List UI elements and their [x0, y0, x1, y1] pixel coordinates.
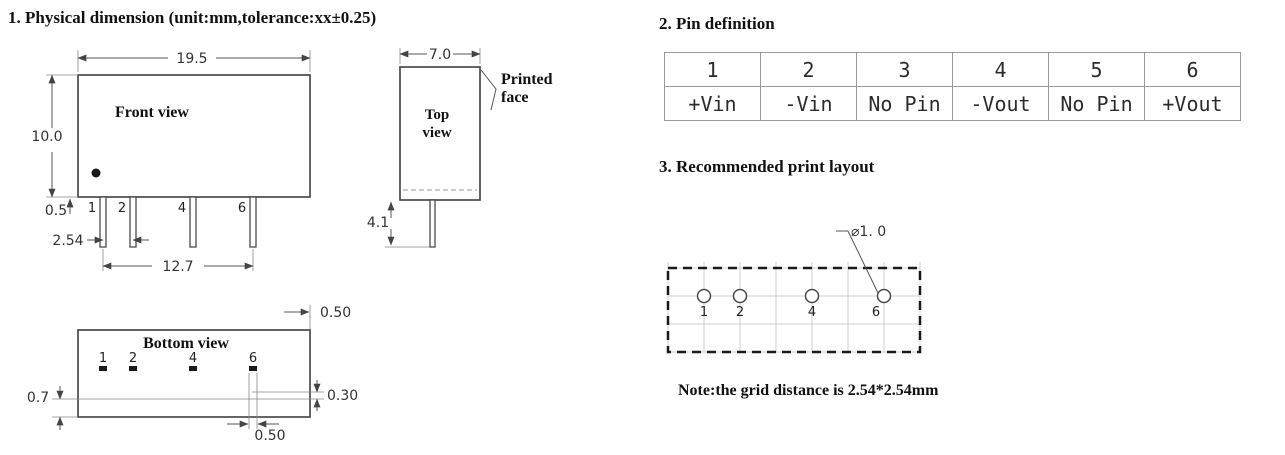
pad-4 — [189, 366, 197, 371]
pin-4 — [189, 196, 197, 248]
front-standoff-value: 0.5 — [45, 203, 67, 219]
pad-6-label: 6 — [249, 351, 257, 366]
hole-diameter-value: ⌀1. 0 — [851, 224, 886, 240]
top-view-body — [399, 66, 481, 201]
printed-face-label-line1: Printed — [501, 71, 553, 88]
pad-1-label: 1 — [99, 351, 107, 366]
pin-number-row: 1 2 3 4 5 6 — [664, 52, 1241, 87]
pin-span-dimension: 12.7 — [102, 249, 254, 275]
pad-height-value: 0.30 — [327, 388, 358, 404]
hole-4-label: 4 — [808, 305, 816, 320]
hole-4 — [804, 288, 820, 304]
section3-title: 3. Recommended print layout — [659, 157, 875, 176]
edge-offset-dimension: 0.50 — [284, 305, 351, 329]
printed-face-callout: Printed face — [480, 69, 553, 111]
pin-4-label: 4 — [178, 201, 186, 216]
bottom-view-body — [77, 329, 311, 418]
front-view-label: Front view — [115, 104, 189, 121]
pin-1 — [99, 196, 107, 248]
front-height-dimension: 10.0 — [31, 74, 78, 198]
pin-6 — [249, 196, 257, 248]
pad-6 — [249, 366, 257, 371]
pin1-marker-dot — [91, 168, 101, 178]
pin-function-cell: No Pin — [1048, 86, 1145, 121]
edge-offset-value: 0.50 — [320, 305, 351, 321]
bottom-view-label: Bottom view — [143, 335, 229, 352]
grid-note: Note:the grid distance is 2.54*2.54mm — [678, 382, 939, 399]
pin-number-cell: 6 — [1144, 52, 1241, 87]
printed-face-leader-line — [480, 69, 497, 111]
hole-2 — [732, 288, 748, 304]
front-view-pins: 1 2 4 6 — [88, 196, 257, 248]
pad-4-label: 4 — [189, 351, 197, 366]
pin-function-cell: No Pin — [856, 86, 953, 121]
print-layout: 1 2 4 6 ⌀1. 0 — [666, 224, 922, 354]
front-height-value: 10.0 — [31, 129, 62, 145]
pin-function-row: +Vin -Vin No Pin -Vout No Pin +Vout — [664, 86, 1241, 121]
section1-title: 1. Physical dimension (unit:mm,tolerance… — [8, 8, 377, 27]
hole-1-label: 1 — [700, 305, 708, 320]
pin-2-label: 2 — [118, 201, 126, 216]
pin-pitch-value: 2.54 — [52, 233, 83, 249]
pin-1-label: 1 — [88, 201, 96, 216]
printed-face-label-line2: face — [501, 89, 529, 106]
front-width-dimension: 19.5 — [77, 50, 311, 72]
diameter-leader-line — [847, 230, 879, 294]
hole-6 — [876, 288, 892, 304]
top-view-pin — [429, 199, 436, 248]
top-width-value: 7.0 — [429, 47, 451, 63]
pin-definition-table: 1 2 3 4 5 6 +Vin -Vin No Pin -Vout No Pi… — [664, 52, 1241, 121]
front-width-value: 19.5 — [176, 51, 207, 67]
top-view-label-line2: view — [422, 125, 451, 141]
pin-number-cell: 3 — [856, 52, 953, 87]
top-width-dimension: 7.0 — [399, 47, 481, 64]
pin-function-cell: -Vin — [760, 86, 857, 121]
bottom-thickness-dimension: 0.7 — [27, 386, 64, 430]
hole-6-label: 6 — [872, 305, 880, 320]
pin-span-value: 12.7 — [162, 259, 193, 275]
pad-height-dimension: 0.30 — [313, 380, 358, 411]
front-view-body — [77, 74, 311, 198]
pin-length-value: 4.1 — [367, 215, 389, 231]
top-view-label-line1: Top — [425, 107, 449, 123]
section2-title: 2. Pin definition — [659, 14, 775, 33]
bottom-view: Bottom view 1 2 4 6 0.50 — [27, 305, 358, 444]
pin-function-cell: -Vout — [952, 86, 1049, 121]
pin-2 — [129, 196, 137, 248]
pin-number-cell: 5 — [1048, 52, 1145, 87]
hole-diameter-callout: ⌀1. 0 — [836, 224, 886, 294]
top-view: Top view 7.0 4.1 Printed — [367, 47, 553, 248]
pin-function-cell: +Vin — [664, 86, 761, 121]
pad-width-dimension: 0.50 — [227, 420, 286, 444]
pin-function-cell: +Vout — [1144, 86, 1241, 121]
board-outline-dashed — [666, 266, 922, 354]
pad-2 — [129, 366, 137, 371]
front-standoff-dimension: 0.5 — [45, 198, 74, 219]
bottom-thickness-value: 0.7 — [27, 390, 49, 406]
front-view: Front view 19.5 10.0 0.5 — [31, 50, 311, 275]
pin-pitch-dimension: 2.54 — [52, 233, 149, 249]
pin-6-label: 6 — [238, 201, 246, 216]
hole-2-label: 2 — [736, 305, 744, 320]
hole-1 — [696, 288, 712, 304]
pad-1 — [99, 366, 107, 371]
pad-2-label: 2 — [129, 351, 137, 366]
pin-number-cell: 4 — [952, 52, 1049, 87]
pad-width-value: 0.50 — [254, 428, 285, 444]
pin-length-dimension: 4.1 — [367, 201, 429, 248]
